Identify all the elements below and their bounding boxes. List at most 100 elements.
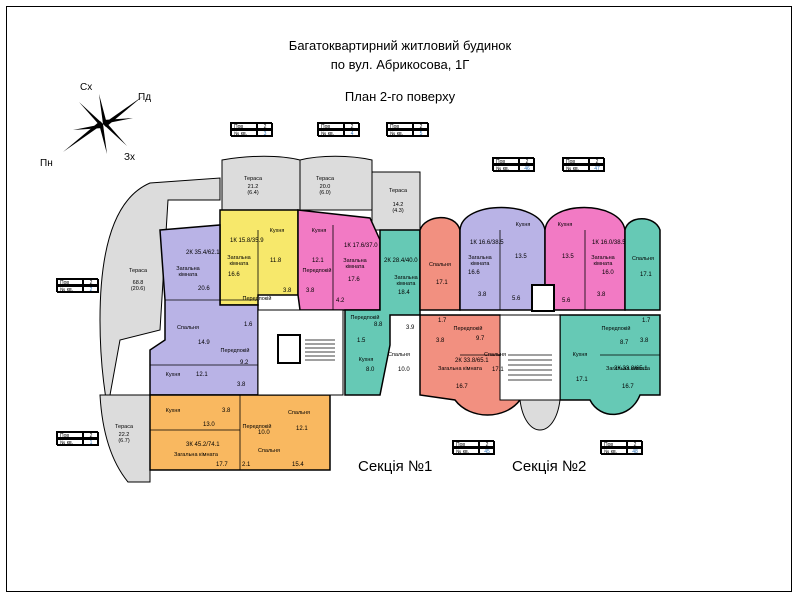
core-s1 — [257, 309, 344, 396]
room-label: Загальна кімната — [438, 366, 482, 372]
room-label: Передпокій — [242, 296, 272, 302]
terrace-area-sub: (6.7) — [118, 438, 130, 444]
section-2-label: Секція №2 — [512, 458, 587, 475]
apt-code: 2К 35.4/62.1 — [186, 250, 220, 256]
room-area: 5.6 — [562, 298, 571, 304]
room-label: Загальна кімната — [174, 452, 218, 458]
compass-label-e: Пд — [138, 92, 152, 103]
room-label: Кухня — [269, 228, 285, 234]
room-area: 2.1 — [242, 462, 251, 468]
terrace-area: 21.2 — [247, 184, 259, 190]
room-area: 8.0 — [366, 367, 375, 373]
terrace-label: Тераса — [114, 424, 134, 430]
room-label: Загальна кімната — [468, 255, 492, 267]
compass-icon — [63, 94, 143, 154]
apt-code: 1К 16.6/38.5 — [470, 240, 504, 246]
room-area: 16.0 — [602, 270, 614, 276]
room-area: 1.7 — [438, 318, 447, 324]
room-label: Кухня — [557, 222, 573, 228]
terrace-top-3 — [371, 171, 421, 231]
room-area: 10.0 — [258, 430, 270, 436]
room-area: 16.6 — [468, 270, 480, 276]
room-area: 3.8 — [478, 292, 487, 298]
room-area: 13.0 — [203, 422, 215, 428]
terrace-area-sub: (20.6) — [130, 286, 146, 292]
room-area: 1.5 — [357, 338, 366, 344]
building-title: Багатоквартирний житловий будинок — [288, 38, 512, 53]
plan-title: План 2-го поверху — [344, 89, 456, 104]
room-area: 16.6 — [228, 272, 240, 278]
apt-48-teal — [559, 314, 661, 416]
room-area: 11.8 — [270, 258, 282, 264]
compass-label-w: Пн — [40, 158, 53, 169]
room-area: 12.1 — [196, 372, 208, 378]
room-area: 17.7 — [216, 462, 228, 468]
apt-code: 2К 33.8/65.1 — [455, 358, 489, 364]
stairs-s1 — [305, 339, 335, 361]
building-address: по вул. Абрикосова, 1Г — [330, 57, 470, 72]
room-area: 15.4 — [292, 462, 304, 468]
room-label: Кухня — [572, 352, 588, 358]
room-label: Загальна кімната — [591, 255, 615, 267]
s2-bedroom-right-teal — [624, 218, 661, 311]
room-label: Кухня — [165, 408, 181, 414]
room-label: Загальна кімната — [606, 366, 650, 372]
room-area: 3.8 — [306, 288, 315, 294]
room-label: Спальня — [483, 352, 507, 358]
room-area: 14.9 — [198, 340, 210, 346]
room-area: 12.1 — [296, 426, 308, 432]
room-label: Загальна кімната — [394, 275, 418, 287]
room-area: 5.6 — [512, 296, 521, 302]
room-label: Передпокій — [350, 315, 380, 321]
room-area: 3.8 — [222, 408, 231, 414]
apt-code: 1К 15.8/35.9 — [230, 238, 264, 244]
room-label: Загальна кімната — [343, 258, 367, 270]
terrace-area: 14.2 — [392, 202, 404, 208]
terrace-area: 22.2 — [118, 432, 130, 438]
terrace-area-sub: (4.3) — [392, 208, 404, 214]
room-area: 18.4 — [398, 290, 410, 296]
room-area: 1.7 — [642, 318, 651, 324]
terrace-area-sub: (6.0) — [319, 190, 331, 196]
room-area: 16.7 — [622, 384, 634, 390]
room-area: 3.8 — [283, 288, 292, 294]
room-label: Спальня — [631, 256, 655, 262]
section-1-label: Секція №1 — [358, 458, 433, 475]
terrace-label: Тераса — [315, 176, 335, 182]
room-label: Спальня — [257, 448, 281, 454]
room-label: Передпокій — [220, 348, 250, 354]
terrace-bottom-west — [99, 394, 151, 483]
room-label: Спальня — [287, 410, 311, 416]
terrace-label: Тераса — [128, 268, 148, 274]
room-area: 8.7 — [620, 340, 629, 346]
room-area: 17.6 — [348, 277, 360, 283]
terrace-area: 68.8 — [132, 280, 144, 286]
terrace-area-sub: (6.4) — [247, 190, 259, 196]
room-area: 17.1 — [576, 377, 588, 383]
page-frame — [6, 6, 792, 592]
apt-code: 2К 28.4/40.0 — [384, 258, 418, 264]
room-label: Кухня — [515, 222, 531, 228]
room-area: 17.1 — [436, 280, 448, 286]
room-area: 8.8 — [374, 322, 383, 328]
room-area: 1.6 — [244, 322, 253, 328]
room-label: Кухня — [358, 357, 374, 363]
terrace-label: Тераса — [388, 188, 408, 194]
room-area: 16.7 — [456, 384, 468, 390]
bay-window-s2 — [519, 399, 561, 431]
room-area: 3.8 — [597, 292, 606, 298]
room-label: Спальня — [176, 325, 200, 331]
core-s2 — [499, 314, 561, 401]
lift-s1 — [277, 334, 301, 364]
room-area: 3.8 — [640, 338, 649, 344]
